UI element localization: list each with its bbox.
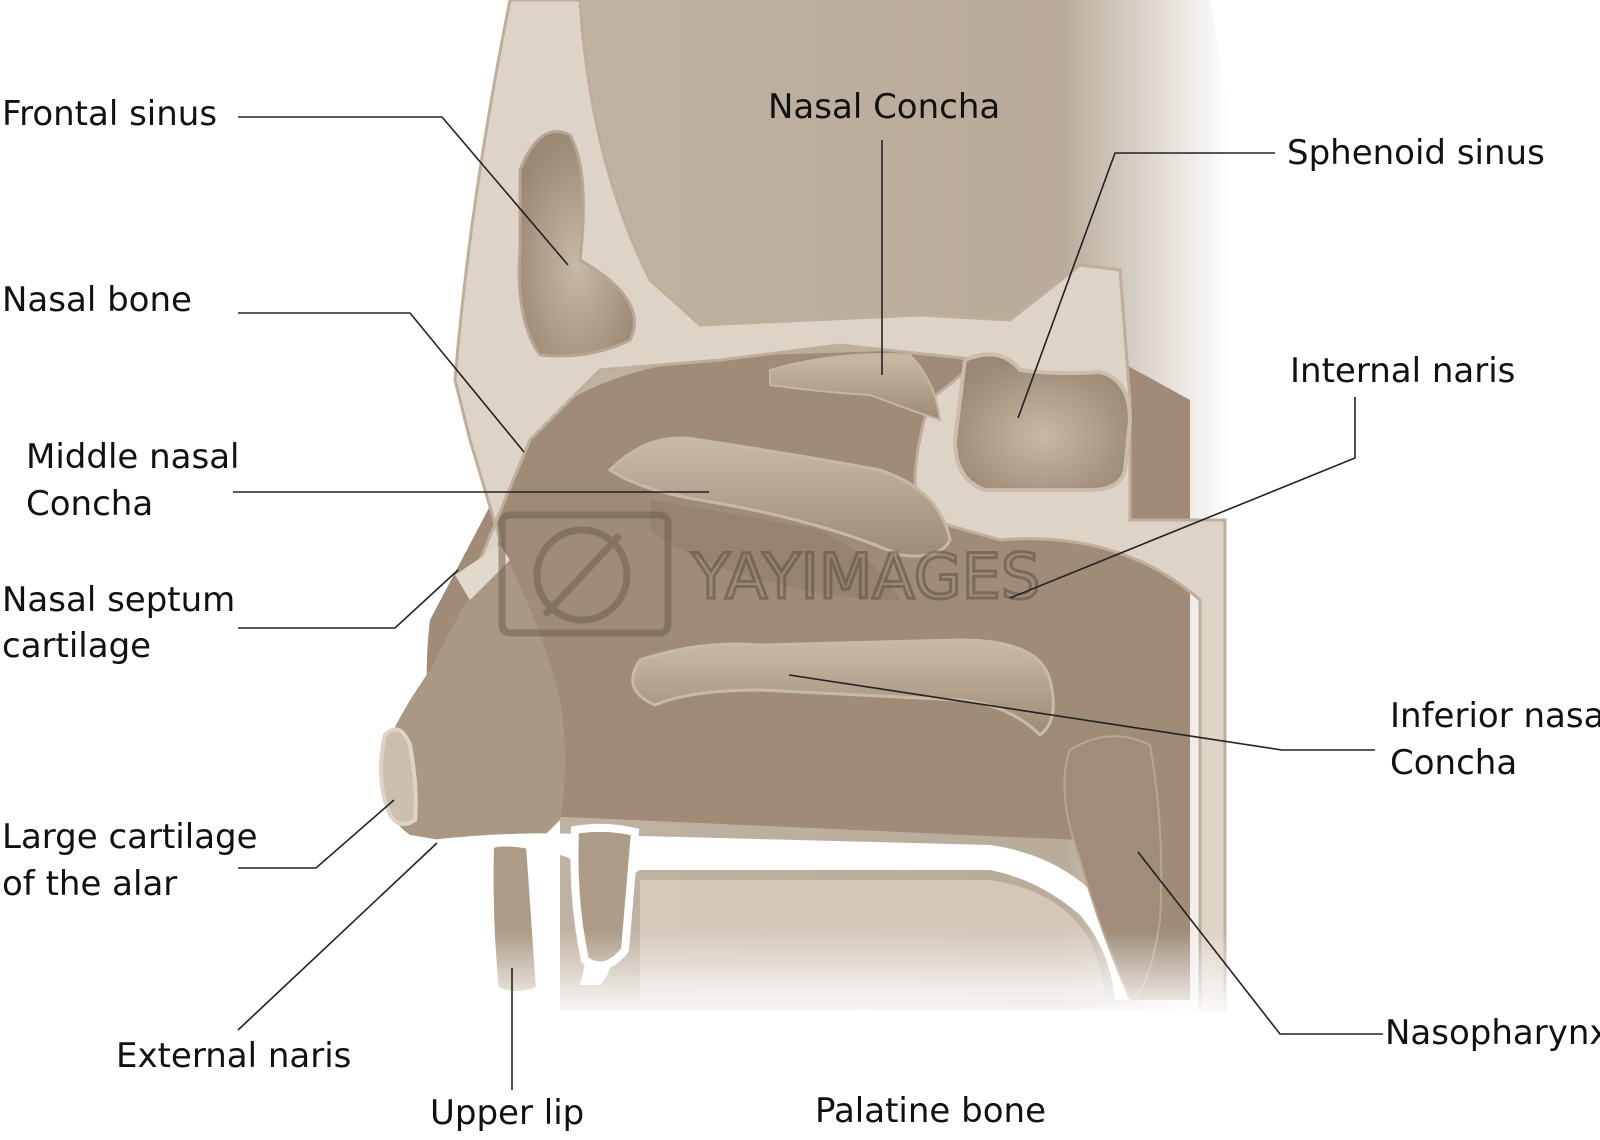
label-large-cartilage-line1: Large cartilage <box>2 817 258 857</box>
watermark-lens-icon <box>533 526 631 624</box>
watermark-slash <box>542 532 623 618</box>
leader-internal-naris <box>1009 397 1356 599</box>
leader-nasopharynx <box>1137 851 1383 1035</box>
leader-septum <box>238 569 459 629</box>
label-external-naris: External naris <box>116 1036 352 1076</box>
leader-external-naris <box>237 842 438 1031</box>
label-inferior-nasal-concha-line2: Concha <box>1390 743 1518 783</box>
label-nasal-septum-cartilage-line1: Nasal septum <box>2 580 236 620</box>
label-palatine-bone: Palatine bone <box>815 1091 1046 1131</box>
leader-inferior-concha <box>788 674 1375 751</box>
sphenoid-sinus-shape <box>952 352 1133 492</box>
frontal-sinus-shape <box>517 130 636 358</box>
watermark-camera-icon <box>498 511 672 637</box>
label-upper-lip: Upper lip <box>430 1093 585 1133</box>
alar-cartilage-shape <box>379 727 418 826</box>
label-nasal-septum-cartilage-line2: cartilage <box>2 626 152 666</box>
label-sphenoid-sinus: Sphenoid sinus <box>1287 133 1545 173</box>
label-nasal-concha: Nasal Concha <box>768 87 1001 127</box>
leader-frontal-sinus <box>238 116 569 266</box>
external-nose <box>379 545 565 840</box>
middle-concha-shape <box>607 436 952 558</box>
watermark-text: YAYIMAGES <box>691 540 1040 613</box>
label-middle-nasal-concha-line1: Middle nasal <box>26 437 240 477</box>
septum-cartilage-shape <box>455 545 510 600</box>
bottom-fade <box>420 930 1240 1020</box>
nasal-concha-shape <box>769 353 942 422</box>
leader-lines <box>233 116 1383 1090</box>
label-frontal-sinus: Frontal sinus <box>2 94 218 134</box>
leader-nasal-bone <box>238 312 525 453</box>
middle-meatus-shape <box>650 500 900 600</box>
leader-sphenoid <box>1017 152 1275 419</box>
label-inferior-nasal-concha-line1: Inferior nasal <box>1390 696 1600 736</box>
label-nasopharynx: Nasopharynx <box>1385 1013 1600 1053</box>
watermark: YAYIMAGES <box>498 511 1042 637</box>
leader-large-cartilage <box>238 799 395 869</box>
label-large-cartilage-line2: of the alar <box>2 864 178 904</box>
label-nasal-bone: Nasal bone <box>2 280 192 320</box>
inferior-concha-shape <box>631 638 1055 737</box>
label-middle-nasal-concha-line2: Concha <box>26 484 154 524</box>
label-internal-naris: Internal naris <box>1290 351 1516 391</box>
